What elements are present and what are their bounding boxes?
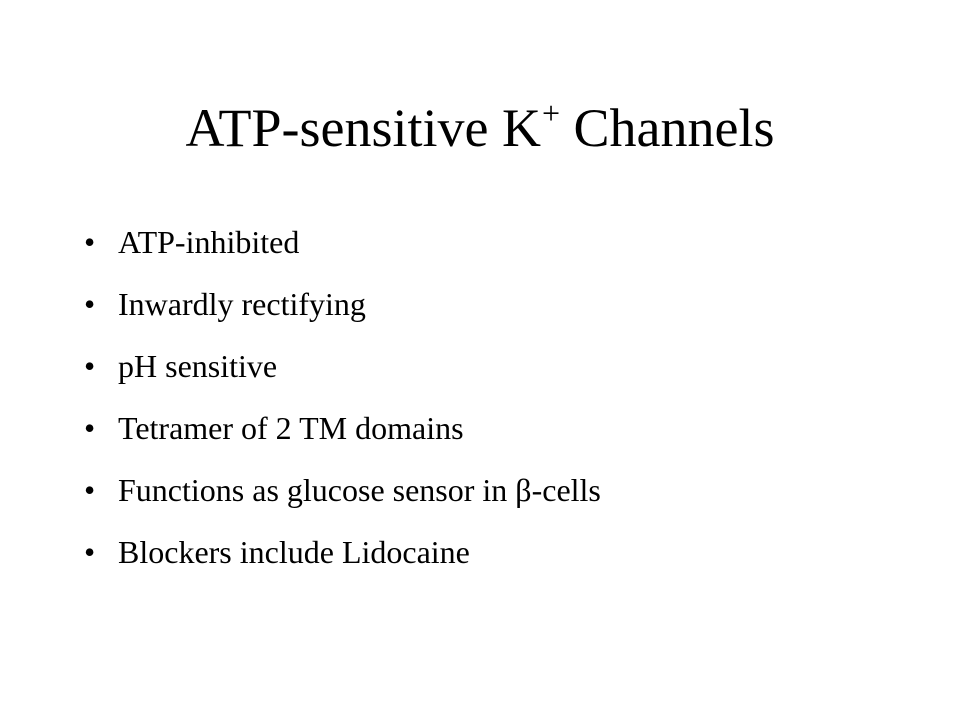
slide-title-tail: Channels (560, 98, 775, 158)
bullet-marker: • (84, 410, 96, 446)
bullet-text: Tetramer of 2 TM domains (118, 410, 464, 446)
bullet-marker: • (84, 224, 96, 260)
bullet-marker: • (84, 348, 96, 384)
bullet-marker: • (84, 286, 96, 322)
bullet-marker: • (84, 472, 96, 508)
slide-title-main: ATP-sensitive K (185, 98, 541, 158)
bullet-text: Inwardly rectifying (118, 286, 366, 322)
bullet-text: Functions as glucose sensor in β-cells (118, 472, 601, 508)
bullet-text: Blockers include Lidocaine (118, 534, 470, 570)
slide-title-superscript: + (541, 95, 561, 131)
bullet-text: ATP-inhibited (118, 224, 300, 260)
bullet-marker: • (84, 534, 96, 570)
slide-title: ATP-sensitive K+ Channels (0, 92, 960, 171)
bullet-text: pH sensitive (118, 348, 278, 384)
